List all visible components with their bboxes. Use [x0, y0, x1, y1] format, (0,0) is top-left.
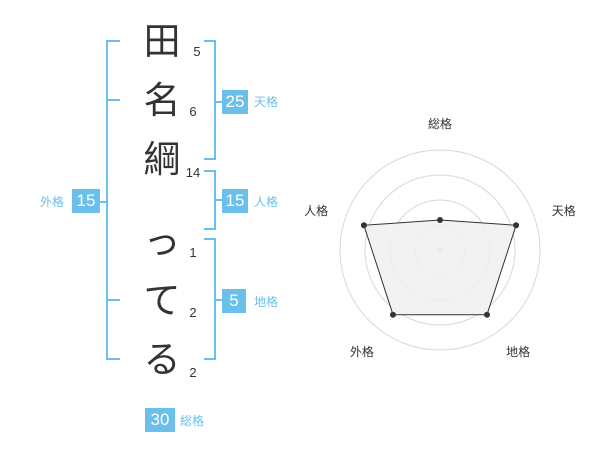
stroke-count-4: 1	[189, 245, 197, 260]
name-char-5: て	[143, 279, 181, 322]
chikaku-label: 地格	[254, 295, 279, 309]
gaikaku-value: 15	[72, 189, 100, 213]
tenkaku-label: 天格	[254, 95, 279, 109]
name-char-6: る	[143, 338, 181, 381]
stroke-count-1: 5	[193, 44, 201, 59]
gaikaku-label: 外格	[40, 195, 65, 209]
radar-axis-label-5: 人格	[304, 203, 328, 218]
name-char-4: っ	[143, 220, 181, 263]
radar-point-5	[360, 222, 367, 229]
stroke-count-6: 2	[189, 365, 197, 380]
radar-ring-3	[364, 174, 516, 326]
radar-axis-label-1: 総格	[428, 116, 452, 131]
radar-point-3	[484, 311, 491, 318]
name-char-2: 名	[143, 79, 181, 122]
radar-ring-4	[339, 149, 541, 351]
radar-point-4	[389, 311, 396, 318]
jinkaku-label: 人格	[254, 195, 279, 209]
radar-axis-label-3: 地格	[506, 344, 530, 359]
tenkaku-value: 25	[222, 90, 248, 114]
stroke-count-3: 14	[185, 165, 201, 180]
radar-axis-label-2: 天格	[552, 203, 576, 218]
name-char-3: 綱	[143, 138, 181, 181]
stroke-count-5: 2	[189, 305, 197, 320]
radar-axis-label-4: 外格	[350, 344, 374, 359]
soukaku-value: 30	[145, 408, 175, 432]
soukaku-label: 総格	[180, 414, 205, 428]
radar-point-1	[437, 217, 443, 223]
stroke-count-2: 6	[189, 104, 197, 119]
radar-point-2	[513, 222, 520, 229]
chikaku-value: 5	[222, 289, 246, 313]
name-char-1: 田	[143, 20, 181, 63]
radar-series-polygon	[363, 219, 517, 316]
jinkaku-value: 15	[222, 189, 248, 213]
